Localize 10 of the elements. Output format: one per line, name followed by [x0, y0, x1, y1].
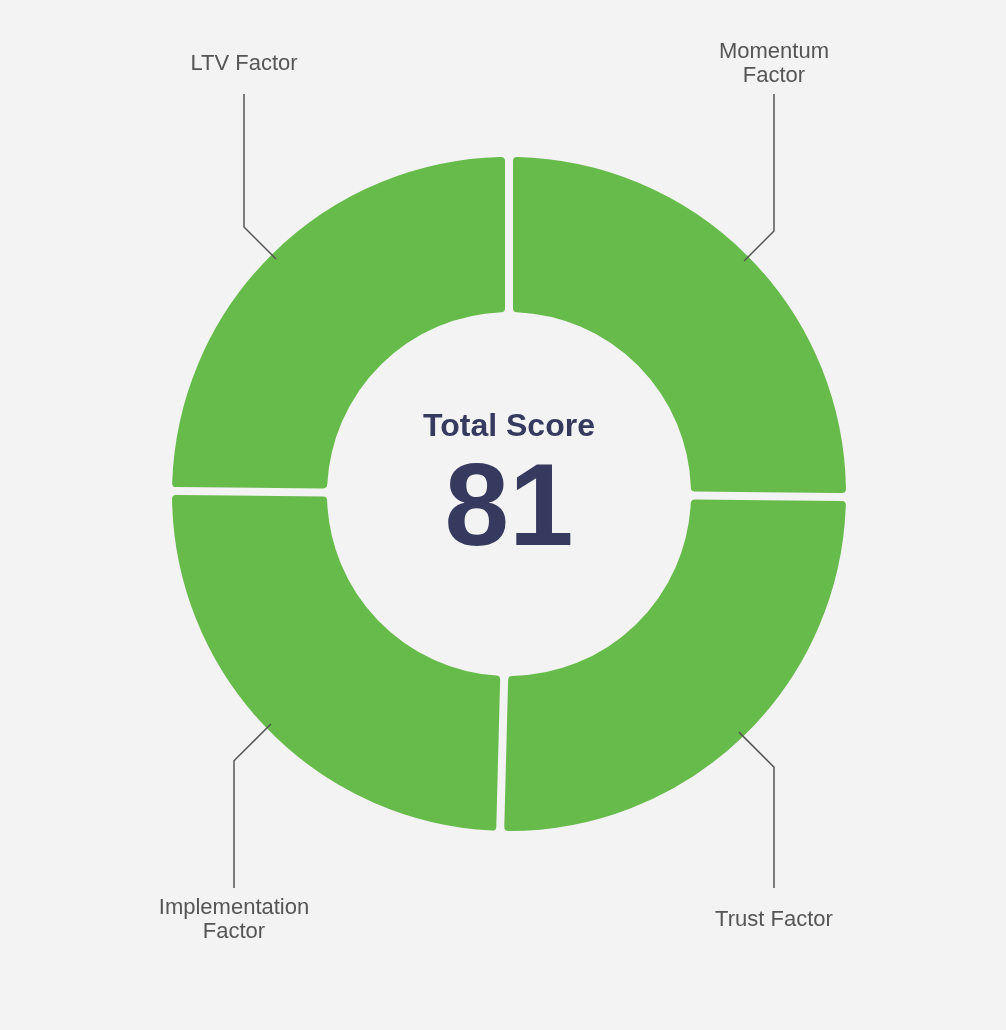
factor-label: Momentum Factor: [694, 36, 854, 90]
factor-label: Implementation Factor: [134, 892, 334, 946]
leader-line: [743, 93, 775, 262]
leader-line: [233, 723, 272, 889]
factor-label: Trust Factor: [714, 892, 834, 946]
score-title: Total Score: [423, 406, 595, 445]
factor-label: LTV Factor: [184, 36, 304, 90]
leader-line: [243, 93, 277, 260]
leader-line: [738, 731, 775, 889]
score-value: 81: [444, 445, 574, 565]
